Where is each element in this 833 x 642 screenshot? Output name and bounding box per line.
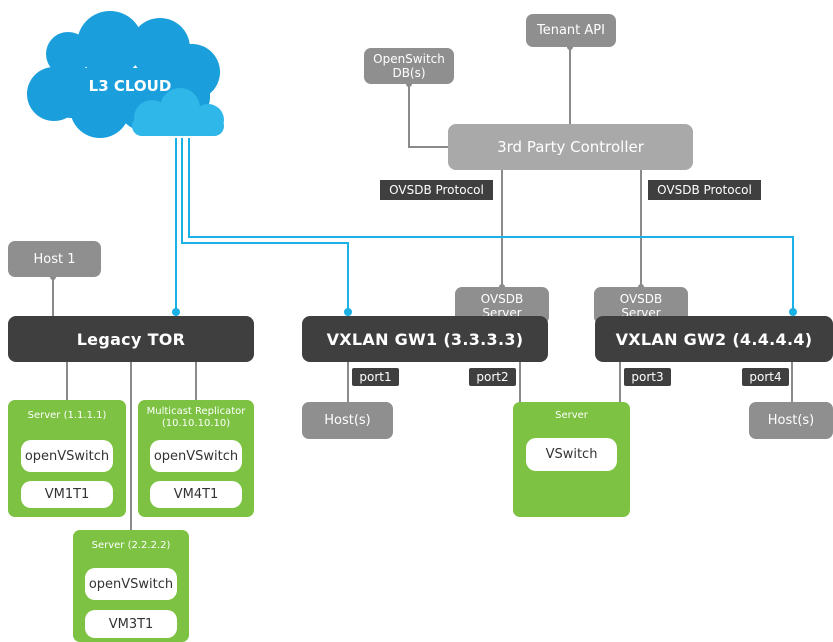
server1-vm: VM1T1 <box>21 481 113 508</box>
ovsdb-protocol-label-left: OVSDB Protocol <box>380 180 493 200</box>
server-vswitch-box: Server VSwitch <box>513 402 630 517</box>
openswitch-db-box: OpenSwitch DB(s) <box>364 48 454 84</box>
server-vswitch-title: Server <box>555 410 588 421</box>
vxlan-gw2-box: VXLAN GW2 (4.4.4.4) <box>595 316 833 362</box>
cyan-dot-gw1 <box>344 308 352 316</box>
server1-box: Server (1.1.1.1) openVSwitch VM1T1 <box>8 400 126 517</box>
server2-title: Server (2.2.2.2) <box>91 540 171 551</box>
cyan-dot-gw2 <box>789 308 797 316</box>
cyan-dot-tor <box>172 308 180 316</box>
server-vswitch: VSwitch <box>526 438 617 471</box>
vxlan-gw1-box: VXLAN GW1 (3.3.3.3) <box>302 316 548 362</box>
port3-label: port3 <box>624 368 671 386</box>
l3-cloud-label: L3 CLOUD <box>88 77 172 95</box>
replicator-title: Multicast Replicator (10.10.10.10) <box>146 406 246 429</box>
hosts-box-right: Host(s) <box>749 402 833 439</box>
port4-label: port4 <box>742 368 789 386</box>
replicator-box: Multicast Replicator (10.10.10.10) openV… <box>138 400 254 517</box>
legacy-tor-box: Legacy TOR <box>8 316 254 362</box>
replicator-openvswitch: openVSwitch <box>150 440 242 472</box>
third-party-controller-box: 3rd Party Controller <box>448 124 693 170</box>
port1-label: port1 <box>352 368 399 386</box>
line-db-controller <box>408 83 448 148</box>
host1-box: Host 1 <box>8 241 101 277</box>
server1-openvswitch: openVSwitch <box>21 440 113 472</box>
server1-title: Server (1.1.1.1) <box>27 410 107 421</box>
tenant-api-box: Tenant API <box>526 14 616 47</box>
hosts-box-left: Host(s) <box>302 402 393 439</box>
server2-box: Server (2.2.2.2) openVSwitch VM3T1 <box>73 530 189 642</box>
ovsdb-protocol-label-right: OVSDB Protocol <box>648 180 761 200</box>
l3-cloud-icon <box>27 11 224 138</box>
port2-label: port2 <box>469 368 516 386</box>
replicator-vm: VM4T1 <box>150 481 242 508</box>
server2-vm: VM3T1 <box>85 610 177 638</box>
cyan-line-gw2 <box>188 138 794 310</box>
server2-openvswitch: openVSwitch <box>85 568 177 600</box>
cyan-line-gw1 <box>181 138 349 310</box>
